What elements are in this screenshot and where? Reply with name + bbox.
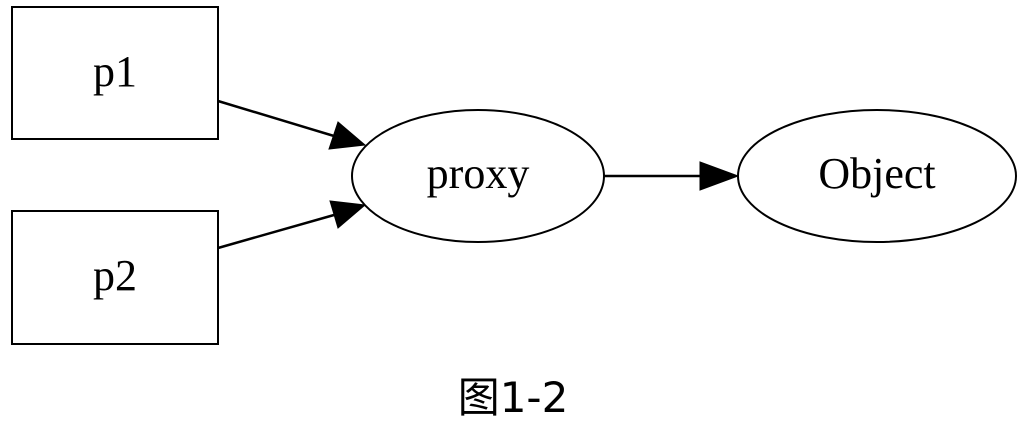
- node-object-label: Object: [818, 149, 935, 198]
- edge-p1-to-proxy-line: [217, 99, 335, 138]
- node-p2: p2: [11, 210, 219, 345]
- node-object: Object: [737, 109, 1017, 243]
- edge-p2-to-proxy-line: [217, 213, 335, 250]
- node-p1-box: [11, 6, 219, 140]
- node-p2-label: p2: [93, 251, 137, 300]
- node-p1: p1: [11, 6, 219, 140]
- arrowhead-icon: [328, 121, 367, 150]
- arrowhead-icon: [329, 200, 367, 229]
- node-object-ellipse: [737, 109, 1017, 243]
- edge-proxy-to-object: [604, 161, 740, 191]
- node-proxy: proxy: [351, 109, 605, 243]
- arrowhead-icon: [699, 161, 740, 191]
- node-proxy-label: proxy: [427, 149, 530, 198]
- node-p2-box: [11, 210, 219, 345]
- node-p1-label: p1: [93, 47, 137, 96]
- figure-caption: 图1-2: [457, 373, 569, 422]
- node-proxy-ellipse: [351, 109, 605, 243]
- edge-p2-to-proxy: [217, 200, 367, 250]
- edge-p1-to-proxy: [217, 99, 367, 150]
